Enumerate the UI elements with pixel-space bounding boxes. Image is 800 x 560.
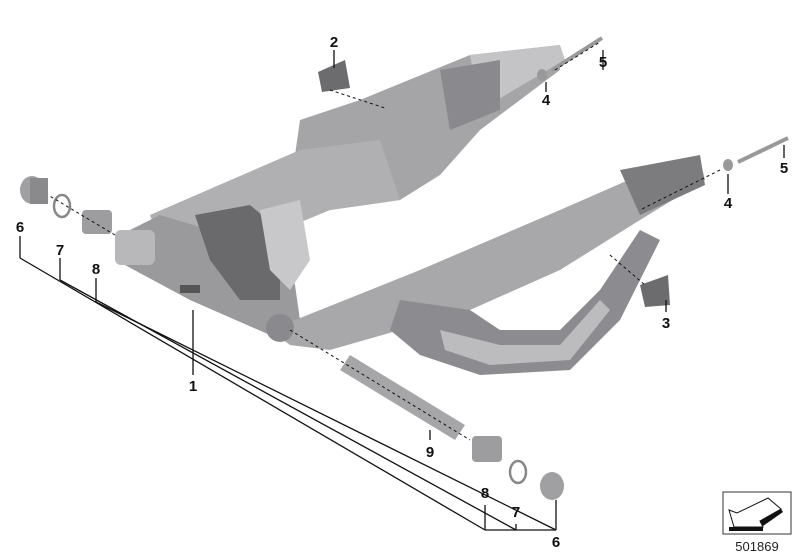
callout-8: 8 xyxy=(481,485,489,502)
callout-3: 3 xyxy=(662,315,670,332)
bolt-5b xyxy=(737,136,789,164)
callout-4: 4 xyxy=(542,92,551,109)
orientation-arrow-icon xyxy=(722,491,792,535)
small-parts xyxy=(20,36,789,500)
bolt-5a xyxy=(550,36,604,72)
leader-lines xyxy=(19,50,785,531)
callout-1: 1 xyxy=(189,378,197,395)
axle-9 xyxy=(340,355,465,440)
callout-8: 8 xyxy=(92,261,100,278)
ring-7b xyxy=(508,459,528,485)
bearing-8a xyxy=(82,210,112,234)
bushing-6b xyxy=(540,472,564,500)
diagram-id: 501869 xyxy=(735,539,778,554)
callout-7: 7 xyxy=(512,504,520,521)
callout-5: 5 xyxy=(599,54,607,71)
callout-4: 4 xyxy=(724,195,733,212)
cover-plate-2 xyxy=(318,60,350,92)
callout-9: 9 xyxy=(426,444,434,461)
cover-plate-3 xyxy=(640,275,670,307)
swingarm xyxy=(115,45,705,375)
callout-6: 6 xyxy=(552,534,560,551)
callout-5: 5 xyxy=(780,160,788,177)
bearing-8b xyxy=(472,436,502,462)
callout-7: 7 xyxy=(56,242,64,259)
callouts: 2 5 4 5 4 3 6 7 8 1 9 8 7 6 xyxy=(16,34,788,551)
nut-4a xyxy=(537,69,547,81)
callout-6: 6 xyxy=(16,219,24,236)
nut-4b xyxy=(723,159,733,171)
callout-2: 2 xyxy=(330,34,338,51)
ring-7a xyxy=(52,193,72,219)
